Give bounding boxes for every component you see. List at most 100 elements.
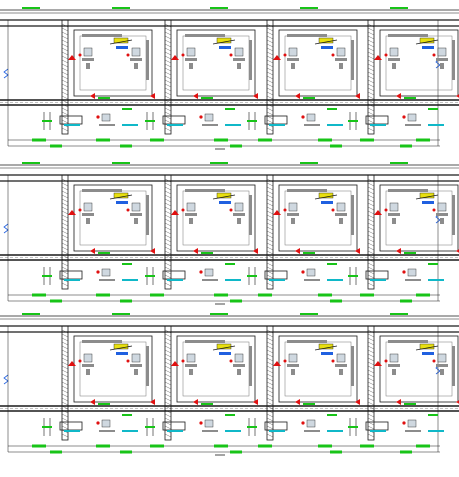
lower-device-base: [99, 124, 115, 126]
device-stem: [86, 218, 90, 224]
lower-device-base: [304, 124, 320, 126]
wall-segment: [351, 195, 354, 235]
dimension-tick: [210, 313, 228, 315]
hatch-line: [266, 282, 274, 287]
hatch-line: [164, 190, 172, 195]
hatch-line: [367, 401, 375, 406]
hatch-line: [367, 210, 375, 215]
hatch-line: [164, 107, 172, 112]
hatch-line: [164, 242, 172, 247]
lower-device-symbol: [204, 113, 214, 122]
arrow-marker: [68, 361, 76, 366]
device-symbol: [234, 353, 244, 363]
riser-tag: [42, 120, 52, 122]
corridor-tag: [404, 252, 416, 254]
hatch-line: [164, 119, 172, 124]
hatch-line: [164, 393, 172, 398]
hatch-line: [164, 226, 172, 231]
corridor-tag: [201, 97, 213, 99]
hatch-line: [367, 226, 375, 231]
hatch-line: [367, 59, 375, 64]
hatch-line: [61, 405, 69, 410]
hatch-line: [164, 99, 172, 104]
column-strip: [367, 174, 375, 290]
dimension-tick: [300, 7, 318, 9]
equipment-lead: [314, 194, 338, 200]
hatch-line: [61, 333, 69, 338]
hatch-line: [164, 206, 172, 211]
lower-device-symbol: [407, 113, 417, 122]
hatch-line: [164, 337, 172, 342]
lower-device-tag: [327, 124, 343, 126]
marker-dot: [78, 53, 82, 57]
dimension-tick: [416, 444, 430, 448]
hatch-line: [367, 345, 375, 350]
hatch-line: [61, 226, 69, 231]
hatch-line: [266, 353, 274, 358]
corridor-tag: [98, 252, 110, 254]
device-base: [82, 364, 94, 367]
marker-dot: [229, 359, 233, 363]
equipment-tag: [219, 352, 231, 355]
hatch-line: [61, 182, 69, 187]
device-symbol: [131, 47, 141, 57]
dimension-tick: [150, 138, 164, 142]
hatch-line: [164, 198, 172, 203]
band-1: [0, 7, 459, 150]
hatch-line: [164, 417, 172, 422]
device-stem: [339, 369, 343, 375]
hatch-line: [367, 242, 375, 247]
hatch-line: [266, 234, 274, 239]
arrow-marker: [68, 55, 76, 60]
arrow-marker: [253, 399, 258, 405]
device-symbol: [186, 353, 196, 363]
equipment-lead: [314, 345, 338, 351]
hatch-line: [164, 345, 172, 350]
hatch-line: [367, 111, 375, 116]
device-stem: [440, 218, 444, 224]
arrow-marker: [171, 55, 179, 60]
device-stem: [134, 63, 138, 69]
hatch-line: [61, 59, 69, 64]
room-outline: [278, 29, 358, 97]
hatch-line: [266, 333, 274, 338]
hatch-line: [164, 262, 172, 267]
hatch-line: [61, 206, 69, 211]
dimension-tick: [214, 444, 228, 448]
dimension-tick: [330, 299, 342, 303]
hatch-line: [266, 377, 274, 382]
marker-dot: [432, 53, 436, 57]
hatch-line: [367, 67, 375, 72]
dimension-tick: [300, 162, 318, 164]
hatch-line: [164, 31, 172, 36]
equipment-lead: [212, 194, 236, 200]
hatch-line: [367, 71, 375, 76]
corridor-tag: [428, 263, 438, 265]
hatch-line: [266, 182, 274, 187]
arrow-marker: [295, 248, 300, 254]
hatch-line: [164, 365, 172, 370]
hatch-line: [367, 194, 375, 199]
wall-segment: [287, 34, 327, 37]
arrow-marker: [193, 93, 198, 99]
arrow-marker: [68, 210, 76, 215]
hatch-line: [164, 246, 172, 251]
hatch-line: [61, 198, 69, 203]
dimension-tick: [330, 450, 342, 454]
hatch-line: [266, 250, 274, 255]
equipment-lead: [415, 194, 439, 200]
lower-device-tag: [428, 430, 444, 432]
device-stem: [440, 63, 444, 69]
wall-segment: [82, 34, 122, 37]
hatch-line: [266, 405, 274, 410]
hatch-line: [266, 51, 274, 56]
hatch-line: [367, 214, 375, 219]
hatch-line: [61, 178, 69, 183]
hatch-line: [367, 27, 375, 32]
column-strip: [164, 19, 172, 135]
bay-2: [145, 325, 258, 441]
hatch-line: [61, 23, 69, 28]
arrow-marker: [295, 93, 300, 99]
hatch-line: [266, 95, 274, 100]
hatch-line: [367, 51, 375, 56]
